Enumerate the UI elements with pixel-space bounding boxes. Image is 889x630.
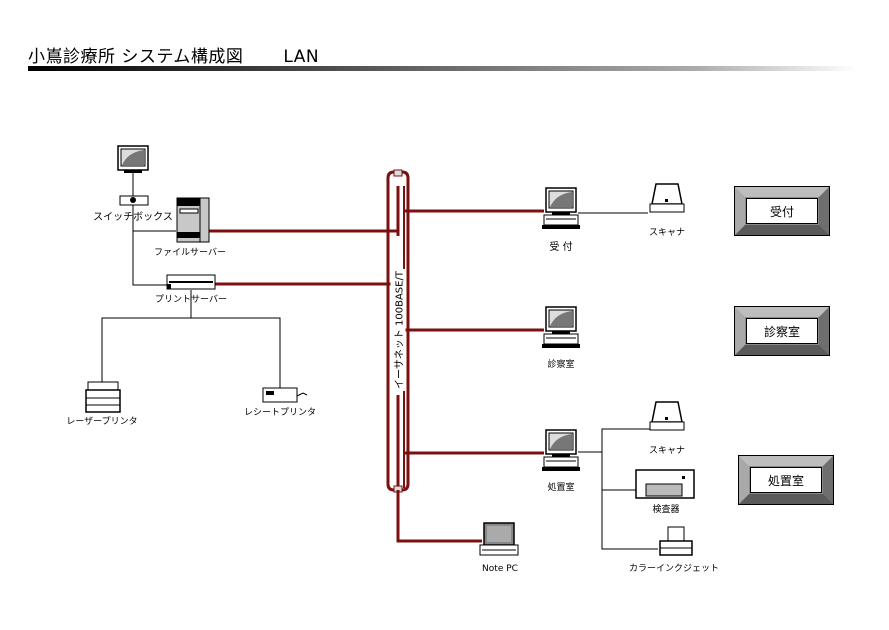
scanner-treatment-label: スキャナ bbox=[648, 446, 686, 456]
pc-treatment-label: 処置室 bbox=[547, 483, 575, 493]
room-treatment-label: 処置室 bbox=[750, 467, 822, 493]
ethernet-label: イーサネット 100BASE/T bbox=[390, 269, 406, 391]
laser-printer-icon[interactable] bbox=[85, 381, 121, 413]
scanner-treatment-icon[interactable] bbox=[649, 401, 685, 431]
note-pc-icon[interactable] bbox=[479, 522, 519, 556]
room-treatment[interactable]: 処置室 bbox=[738, 455, 834, 505]
room-reception-label: 受付 bbox=[746, 198, 818, 224]
note-pc-label: Note PC bbox=[482, 564, 518, 574]
receipt-printer-label: レシートプリンタ bbox=[243, 408, 317, 418]
pc-reception-label: 受 付 bbox=[549, 242, 573, 253]
color-inkjet-icon[interactable] bbox=[659, 526, 693, 556]
link-switch-print bbox=[132, 205, 168, 286]
switch-monitor-icon[interactable] bbox=[117, 145, 149, 174]
title-lan: LAN bbox=[283, 47, 320, 67]
switch-box-label: スイッチボックス bbox=[93, 212, 173, 223]
pc-exam-label: 診察室 bbox=[547, 360, 575, 370]
print-server-icon[interactable] bbox=[166, 274, 216, 290]
link-note-pc bbox=[396, 490, 482, 543]
pc-treatment-icon[interactable] bbox=[542, 430, 580, 471]
scanner-reception-icon[interactable] bbox=[649, 183, 685, 213]
pc-exam-icon[interactable] bbox=[542, 307, 580, 348]
link-printers bbox=[101, 317, 281, 390]
color-inkjet-label: カラーインクジェット bbox=[628, 564, 720, 574]
analyzer-label: 検査器 bbox=[652, 505, 680, 515]
link-treatment-devices bbox=[601, 428, 658, 550]
title-underline bbox=[28, 66, 858, 71]
print-server-label: プリントサーバー bbox=[155, 295, 227, 305]
analyzer-icon[interactable] bbox=[635, 469, 695, 499]
file-server-icon[interactable] bbox=[176, 197, 210, 243]
room-exam-label: 診察室 bbox=[746, 318, 818, 344]
room-reception[interactable]: 受付 bbox=[734, 186, 830, 236]
bus-terminator-top bbox=[393, 169, 403, 177]
file-server-label: ファイルサーバー bbox=[154, 248, 226, 258]
laser-printer-label: レーザープリンタ bbox=[66, 417, 138, 427]
title-text: 小嶌診療所 システム構成図 bbox=[28, 47, 244, 67]
scanner-reception-label: スキャナ bbox=[648, 228, 686, 238]
receipt-printer-icon[interactable] bbox=[262, 387, 308, 403]
room-exam[interactable]: 診察室 bbox=[734, 306, 830, 356]
pc-reception-icon[interactable] bbox=[542, 188, 580, 229]
switch-box-icon[interactable] bbox=[119, 195, 149, 206]
page-title: 小嶌診療所 システム構成図 LAN bbox=[28, 42, 319, 67]
